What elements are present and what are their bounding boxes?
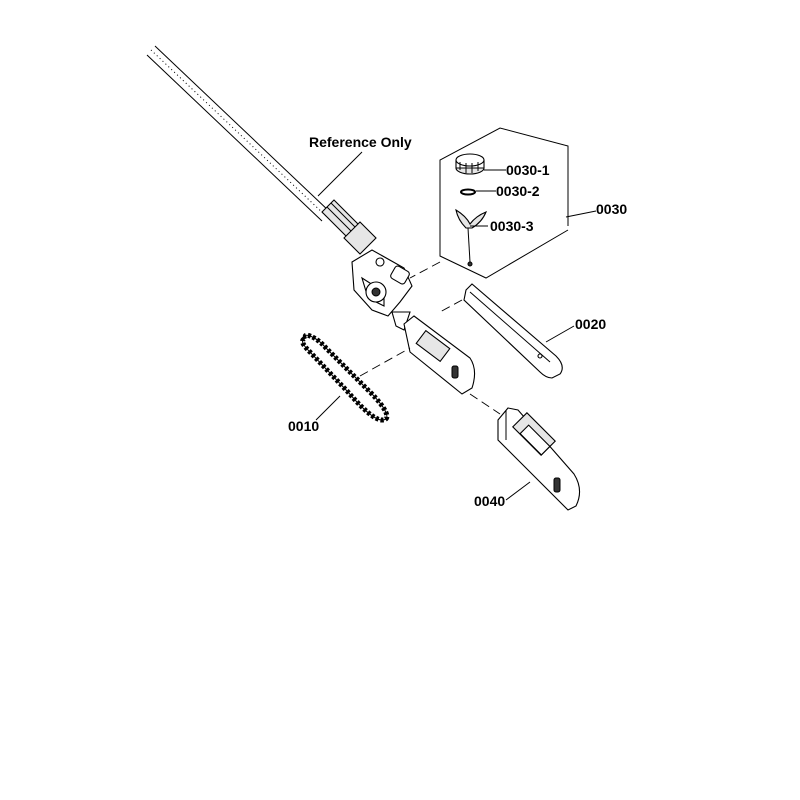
guide-bar [463,283,563,379]
power-head [351,249,413,331]
saw-chain [300,332,390,423]
oil-cap [455,153,485,175]
callout-0030-3: 0030-3 [490,218,534,234]
pole-coupling [321,199,377,255]
leader-lines [315,151,597,501]
pole-shaft [146,45,331,222]
mounted-bar [403,315,476,395]
o-ring [460,188,476,196]
callout-0030: 0030 [596,201,627,217]
reference-only-label: Reference Only [309,134,412,150]
callout-0040: 0040 [474,493,505,509]
oil-kit-box [439,127,569,279]
oil-filter [455,208,487,267]
bar-cover [497,407,581,511]
callout-0030-2: 0030-2 [496,183,540,199]
callout-0020: 0020 [575,316,606,332]
assembly-lines [359,261,501,415]
callout-0030-1: 0030-1 [506,162,550,178]
callout-0010: 0010 [288,418,319,434]
